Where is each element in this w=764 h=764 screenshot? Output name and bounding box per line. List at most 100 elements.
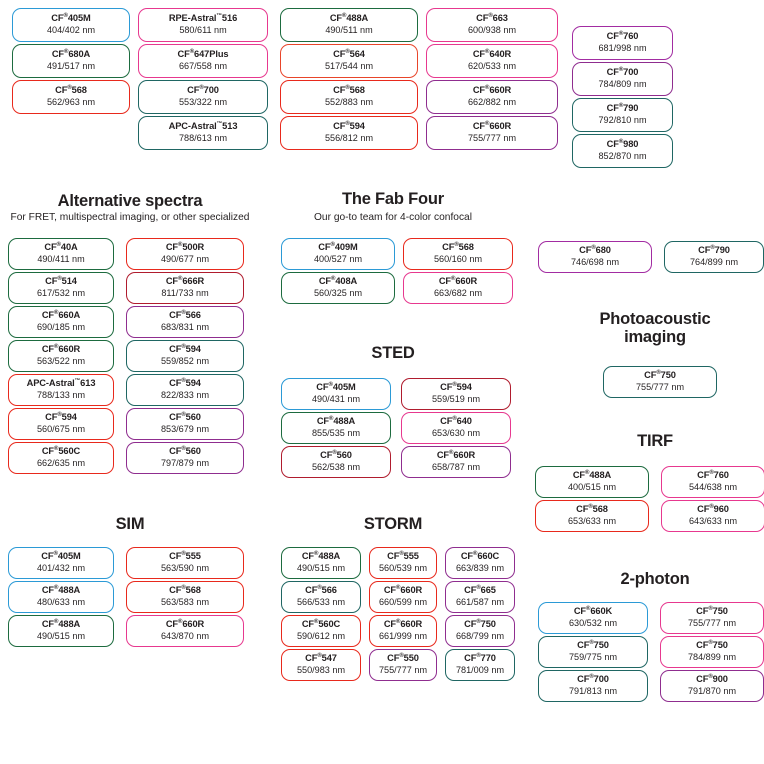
dye-name: CF®594 [440,382,472,393]
dye-spectra-values: 560/325 nm [313,288,363,299]
dye-spectra-values: 811/733 nm [161,288,209,299]
dye-name: CF®550 [387,653,419,664]
dye-name: RPE-Astral™516 [168,13,238,24]
dye-spectra-values: 797/879 nm [160,458,210,469]
dye-spectra-values: 653/633 nm [567,516,617,527]
registered-icon: ® [656,370,661,377]
registered-icon: ® [330,242,335,249]
dye-spectra-values: 490/431 nm [311,394,361,405]
dye-spectra-values: 683/831 nm [160,322,210,333]
dye-name: APC-Astral™613 [26,378,96,389]
section-title-line2: imaging [624,328,686,347]
registered-icon: ® [476,653,481,660]
dye-name: CF®660R [165,619,205,630]
registered-icon: ® [178,242,183,249]
registered-icon: ® [589,674,594,681]
dye-spectra-values: 660/599 nm [378,597,428,608]
dye-spectra-values: 400/515 nm [567,482,617,493]
dye-spectra-values: 784/809 nm [598,79,647,90]
dye-name: CF®488A [41,585,81,596]
registered-icon: ® [709,504,714,511]
registered-icon: ® [588,504,593,511]
section-title-two-photon: 2-photon [620,570,690,588]
dye-name: CF®660R [41,344,81,355]
dye-name: CF®750 [696,606,728,617]
